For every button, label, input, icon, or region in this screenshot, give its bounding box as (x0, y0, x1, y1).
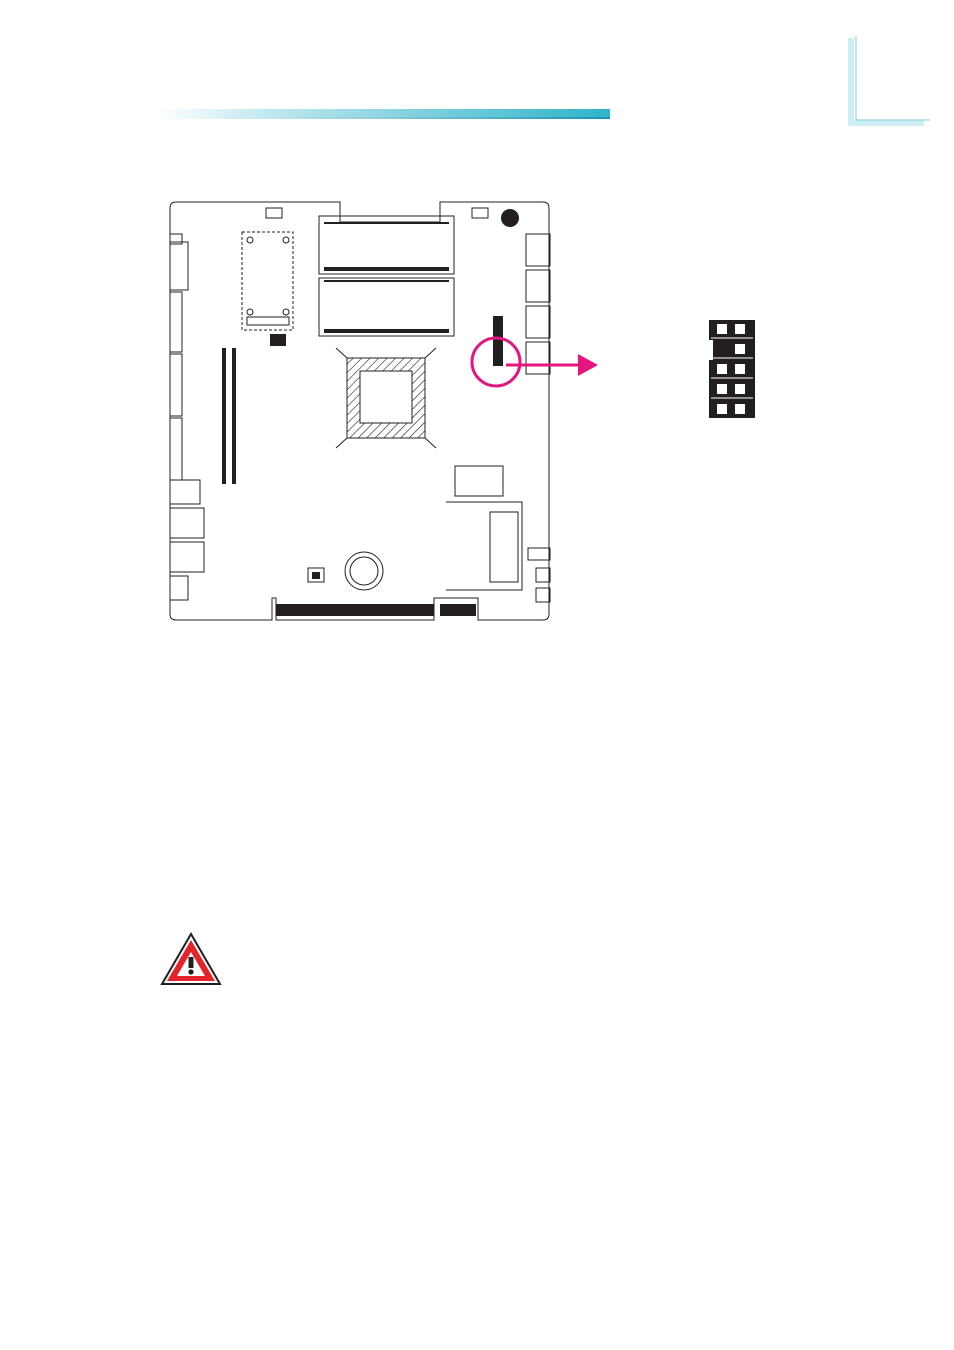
pin-header-2x5 (709, 318, 755, 420)
motherboard-diagram (150, 196, 560, 628)
page-corner-mark (846, 30, 936, 130)
connector-callout-arrow (470, 330, 600, 394)
warning-triangle-icon (160, 932, 222, 986)
section-header-bar (155, 107, 610, 120)
